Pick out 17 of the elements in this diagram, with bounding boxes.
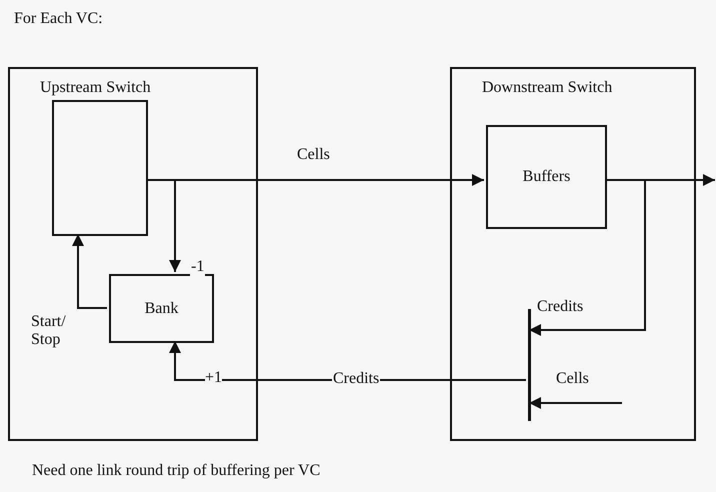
arrow bbox=[72, 234, 107, 309]
box-label: Buffers bbox=[522, 168, 570, 186]
arrow bbox=[529, 397, 622, 409]
caption: Need one link round trip of buffering per VC bbox=[32, 462, 320, 480]
process-box bbox=[52, 100, 148, 236]
junction-bar bbox=[528, 309, 531, 421]
arrow bbox=[146, 179, 181, 272]
edge-label: -1 bbox=[190, 258, 206, 276]
arrow bbox=[529, 179, 646, 336]
diagram-title: For Each VC: bbox=[14, 10, 103, 28]
process-box bbox=[486, 125, 607, 229]
switch-frame bbox=[450, 67, 696, 441]
switch-heading: Upstream Switch bbox=[40, 79, 151, 97]
box-label: Bank bbox=[144, 300, 178, 318]
switch-heading: Downstream Switch bbox=[482, 79, 612, 97]
process-box bbox=[109, 274, 214, 343]
switch-frame bbox=[8, 67, 258, 441]
